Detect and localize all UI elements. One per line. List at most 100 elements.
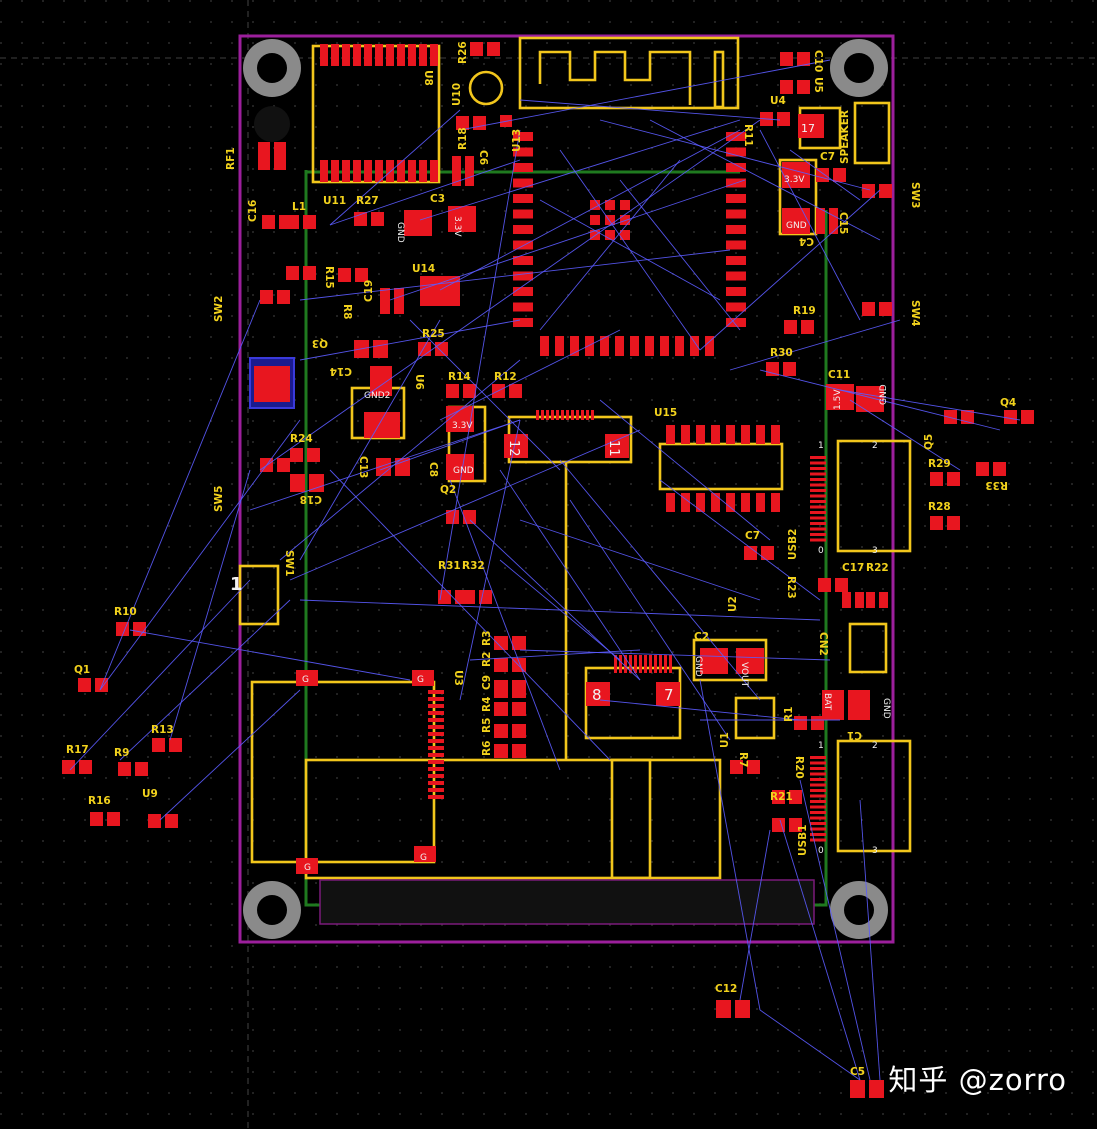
module-pad[interactable] xyxy=(513,256,533,265)
c12-pad[interactable] xyxy=(735,1000,750,1018)
usb1-pin[interactable] xyxy=(810,789,826,792)
sw3-pad[interactable] xyxy=(879,184,892,198)
r28-pad[interactable] xyxy=(947,516,960,530)
c17-pad[interactable] xyxy=(855,592,864,608)
usb1-pin[interactable] xyxy=(810,772,826,776)
u-reg-c[interactable] xyxy=(782,162,810,188)
r16-pad[interactable] xyxy=(90,812,103,826)
u5-pad[interactable] xyxy=(780,80,793,94)
usb1-pin[interactable] xyxy=(810,805,826,809)
u5-pad[interactable] xyxy=(797,80,810,94)
c6-pad[interactable] xyxy=(452,156,461,186)
c6-pad[interactable] xyxy=(465,156,474,186)
r3-pad[interactable] xyxy=(494,636,508,650)
r8-pad[interactable] xyxy=(355,268,368,282)
r1-pad[interactable] xyxy=(794,716,807,730)
ic-pin[interactable] xyxy=(614,655,617,673)
r15-pad[interactable] xyxy=(303,266,316,280)
usb1-pin[interactable] xyxy=(810,827,826,831)
r13-pad[interactable] xyxy=(169,738,182,752)
u8-pad[interactable] xyxy=(320,44,328,66)
r10-pad[interactable] xyxy=(133,622,146,636)
r9-pad[interactable] xyxy=(118,762,131,776)
r33-pad[interactable] xyxy=(976,462,989,476)
module-pad[interactable] xyxy=(513,287,533,296)
q2-pad[interactable] xyxy=(446,510,459,524)
u8-pad[interactable] xyxy=(331,44,339,66)
ic-pin[interactable] xyxy=(669,655,672,673)
r17-pad[interactable] xyxy=(62,760,75,774)
usb1-pin[interactable] xyxy=(810,811,826,814)
module-thermal-pad[interactable] xyxy=(590,200,600,210)
u8-pad[interactable] xyxy=(408,44,416,66)
module-pad[interactable] xyxy=(513,194,533,203)
usb2-pin[interactable] xyxy=(810,478,826,481)
r29-pad[interactable] xyxy=(930,472,943,486)
module-pad[interactable] xyxy=(615,336,624,356)
ic-pin[interactable] xyxy=(649,655,652,673)
module-pad[interactable] xyxy=(726,240,746,250)
ic-pin[interactable] xyxy=(644,655,647,673)
r24-pad[interactable] xyxy=(290,448,303,462)
ic-pin[interactable] xyxy=(556,410,559,420)
c13-pad[interactable] xyxy=(395,458,410,476)
usb1-pin[interactable] xyxy=(810,833,826,836)
ic-pin[interactable] xyxy=(561,410,564,420)
u8-pad[interactable] xyxy=(386,160,394,182)
module-pad[interactable] xyxy=(726,163,746,172)
u15-pad[interactable] xyxy=(696,425,705,444)
u15-pad[interactable] xyxy=(726,425,735,444)
r7-pad[interactable] xyxy=(730,760,743,774)
r3-pad[interactable] xyxy=(512,636,526,650)
module-pad[interactable] xyxy=(513,302,533,312)
module-pad[interactable] xyxy=(555,336,564,356)
usb2-pin[interactable] xyxy=(810,494,826,498)
u4-chip[interactable] xyxy=(798,114,824,138)
usb1-pin[interactable] xyxy=(810,783,826,787)
u15-pad[interactable] xyxy=(741,425,750,444)
module-pad[interactable] xyxy=(726,225,746,234)
sw2-pad[interactable] xyxy=(260,290,273,304)
u15-pad[interactable] xyxy=(666,493,675,512)
bat-pad[interactable] xyxy=(848,690,870,720)
r6-pad[interactable] xyxy=(512,744,526,758)
module-pad[interactable] xyxy=(513,225,533,234)
q5-pad[interactable] xyxy=(961,410,974,424)
u9-pad[interactable] xyxy=(165,814,178,828)
u3-pin[interactable] xyxy=(428,774,444,778)
u3-pin[interactable] xyxy=(428,746,444,750)
u8-pad[interactable] xyxy=(331,160,339,182)
r8-pad[interactable] xyxy=(338,268,351,282)
u3-pin[interactable] xyxy=(428,711,444,715)
r29-pad[interactable] xyxy=(947,472,960,486)
l1-pad[interactable] xyxy=(303,215,316,229)
module-pad[interactable] xyxy=(726,302,746,312)
module-pad[interactable] xyxy=(705,336,714,356)
usb1-pin[interactable] xyxy=(810,756,826,759)
ic-pin[interactable] xyxy=(571,410,574,420)
usb1-pin[interactable] xyxy=(810,800,826,803)
usb2-pin[interactable] xyxy=(810,483,826,487)
fpc-connector[interactable] xyxy=(319,879,815,925)
u3-pin[interactable] xyxy=(428,732,444,736)
u8-pad[interactable] xyxy=(430,160,438,182)
usb2-pin[interactable] xyxy=(810,511,826,514)
module-pad[interactable] xyxy=(540,336,549,356)
c19-pad[interactable] xyxy=(394,288,404,314)
module-pad[interactable] xyxy=(513,318,533,327)
usb1-pin[interactable] xyxy=(810,778,826,781)
connector-pad-7[interactable] xyxy=(656,682,680,706)
c13-pad[interactable] xyxy=(376,458,391,476)
ic-pin[interactable] xyxy=(619,655,622,673)
r26-pad[interactable] xyxy=(487,42,500,56)
q5-pad[interactable] xyxy=(944,410,957,424)
u15-pad[interactable] xyxy=(681,425,690,444)
lcd-pad[interactable] xyxy=(296,858,318,874)
board-outline[interactable] xyxy=(238,34,895,944)
module-pad[interactable] xyxy=(600,336,609,356)
r11-pad[interactable] xyxy=(777,112,790,126)
u15-pad[interactable] xyxy=(771,493,780,512)
c14-pad[interactable] xyxy=(373,340,388,358)
usb2-pin[interactable] xyxy=(810,467,826,470)
c12-pad[interactable] xyxy=(716,1000,731,1018)
